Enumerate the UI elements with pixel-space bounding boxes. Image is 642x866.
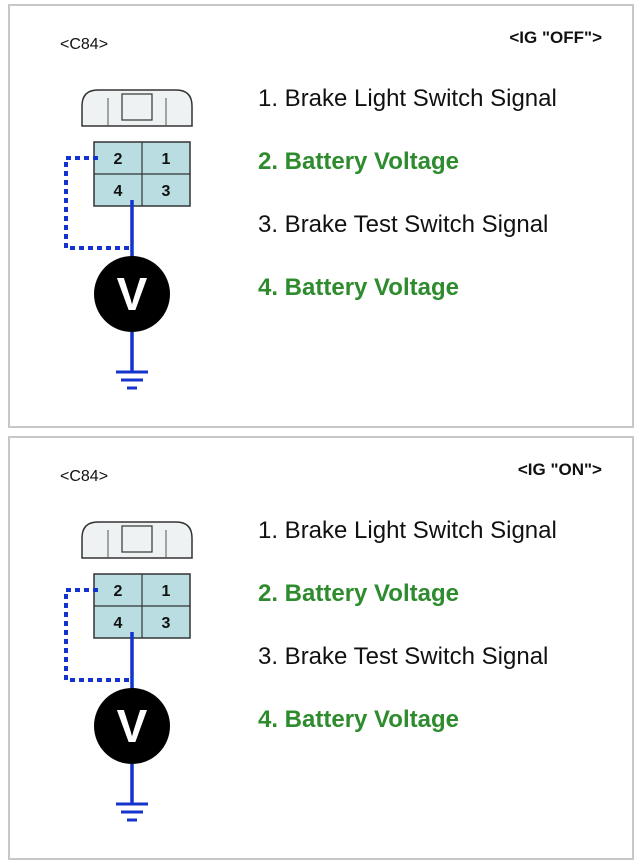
pin-2: 2 xyxy=(114,583,123,600)
connector: 2 1 4 3 xyxy=(81,521,193,639)
probe-lead-dotted xyxy=(64,156,132,250)
voltmeter-symbol: V xyxy=(117,700,148,752)
ground-icon xyxy=(116,802,148,822)
connector-latch xyxy=(121,525,153,553)
panel-ig-on: <C84> <IG "ON"> 2 1 4 3 V 1. Brake Light… xyxy=(8,436,634,860)
ignition-state-title: <IG "OFF"> xyxy=(509,28,602,47)
pin-4: 4 xyxy=(114,183,123,200)
signal-item: 1. Brake Light Switch Signal xyxy=(258,85,557,112)
signal-item: 2. Battery Voltage xyxy=(258,580,459,607)
connector-id: <C84> xyxy=(60,36,109,53)
pin-1: 1 xyxy=(162,151,171,168)
pin-3: 3 xyxy=(162,183,171,200)
pin-4: 4 xyxy=(114,615,123,632)
signal-list: 1. Brake Light Switch Signal 2. Battery … xyxy=(258,84,557,336)
pin-3: 3 xyxy=(162,615,171,632)
voltage-test-diagram: 2 1 4 3 V xyxy=(64,521,193,822)
ground-icon xyxy=(116,370,148,390)
pin-2: 2 xyxy=(114,151,123,168)
signal-item: 2. Battery Voltage xyxy=(258,148,459,175)
signal-item: 3. Brake Test Switch Signal xyxy=(258,643,549,670)
signal-item: 1. Brake Light Switch Signal xyxy=(258,517,557,544)
panel-ig-off: <C84> <IG "OFF"> 2 1 4 3 V 1. Brake Ligh… xyxy=(8,4,634,428)
probe-lead-dotted xyxy=(64,588,132,682)
connector-id: <C84> xyxy=(60,468,109,485)
signal-item: 4. Battery Voltage xyxy=(258,274,459,301)
voltmeter xyxy=(94,688,170,764)
connector: 2 1 4 3 xyxy=(81,89,193,207)
voltmeter xyxy=(94,256,170,332)
signal-item: 4. Battery Voltage xyxy=(258,706,459,733)
signal-item: 3. Brake Test Switch Signal xyxy=(258,211,549,238)
pin-1: 1 xyxy=(162,583,171,600)
ignition-state-title: <IG "ON"> xyxy=(517,460,602,479)
signal-list: 1. Brake Light Switch Signal 2. Battery … xyxy=(258,516,557,768)
connector-latch xyxy=(121,93,153,121)
voltmeter-symbol: V xyxy=(117,268,148,320)
voltage-test-diagram: 2 1 4 3 V xyxy=(64,89,193,390)
